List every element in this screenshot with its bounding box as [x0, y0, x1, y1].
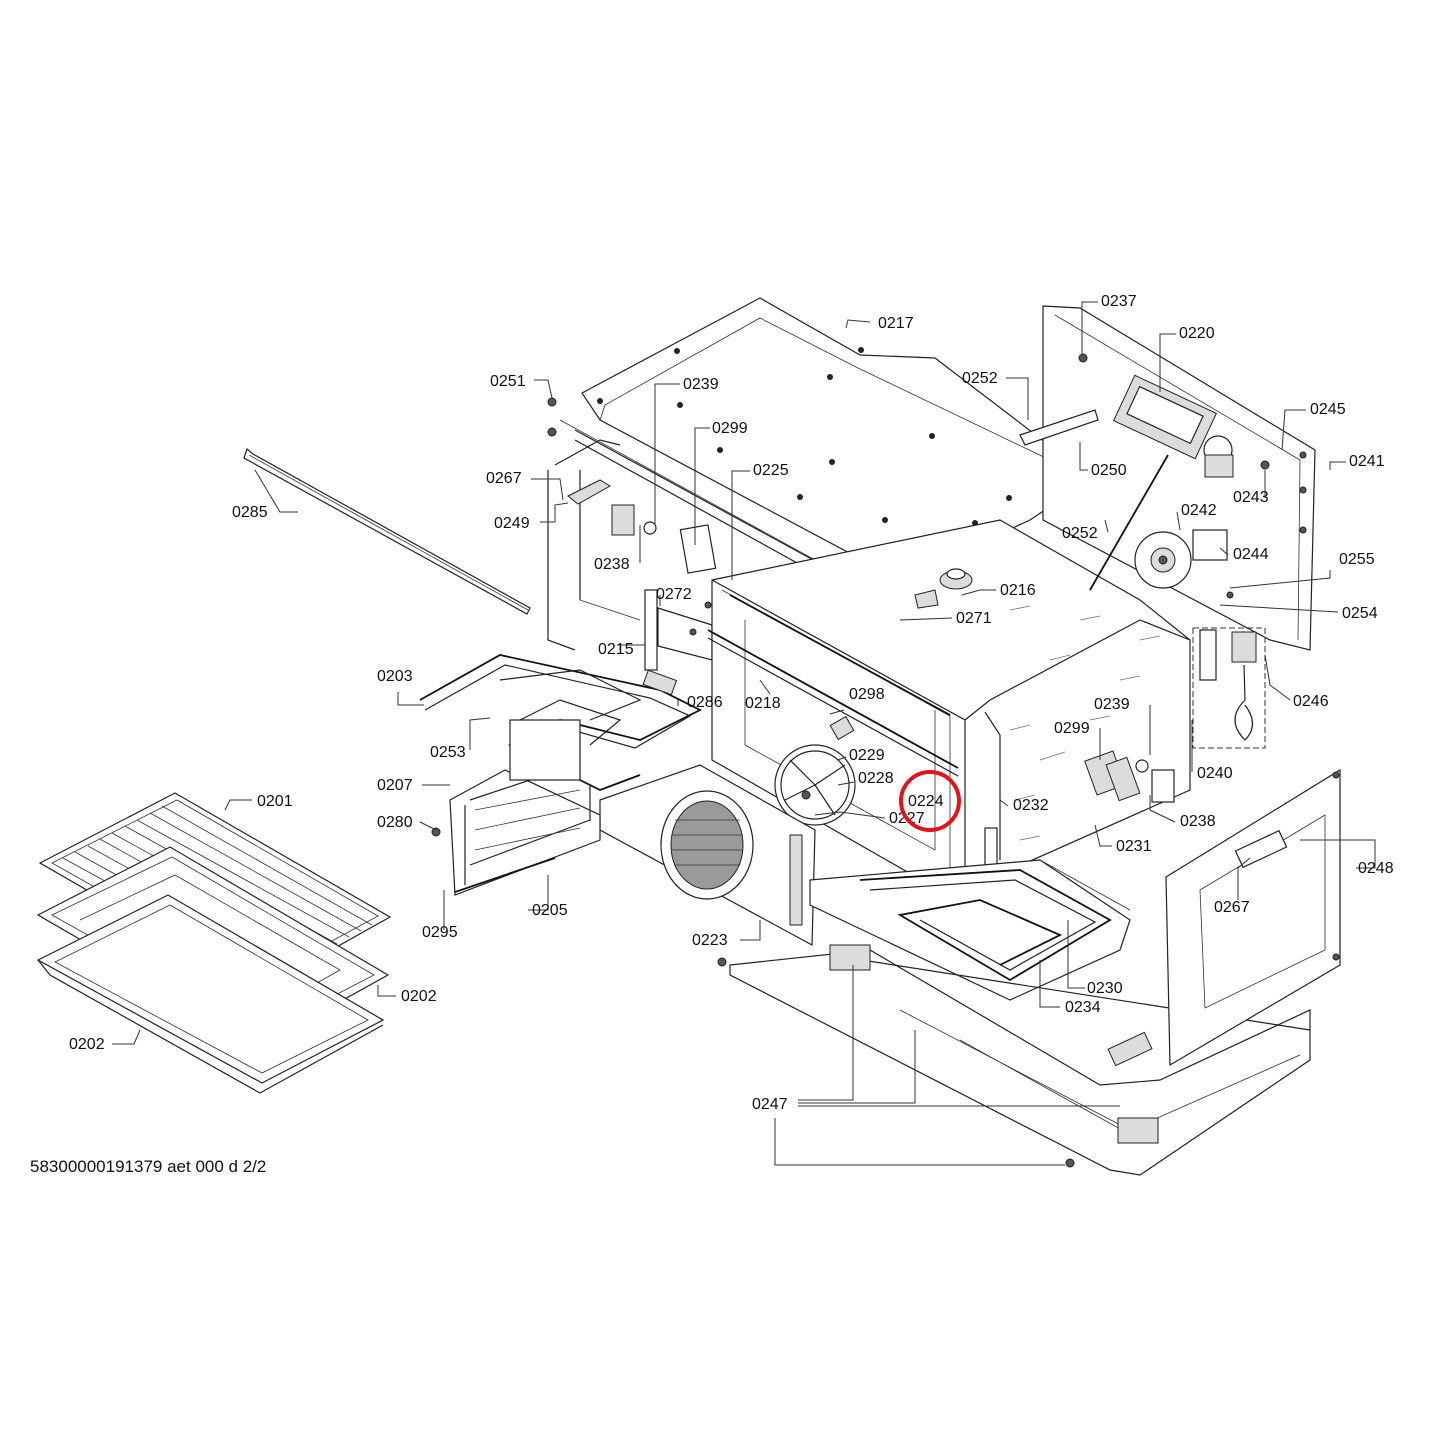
- part-label-0207: 0207: [377, 777, 413, 794]
- part-label-0280: 0280: [377, 814, 413, 831]
- part-label-0231: 0231: [1116, 838, 1152, 855]
- part-label-0299b: 0299: [1054, 720, 1090, 737]
- part-label-0267b: 0267: [1214, 899, 1250, 916]
- part-label-0243: 0243: [1233, 489, 1269, 506]
- part-label-0252a: 0252: [962, 370, 998, 387]
- part-label-0239a: 0239: [683, 376, 719, 393]
- part-label-0215: 0215: [598, 641, 634, 658]
- part-label-0238b: 0238: [1180, 813, 1216, 830]
- part-label-0240: 0240: [1197, 765, 1233, 782]
- part-label-0230: 0230: [1087, 980, 1123, 997]
- part-label-0216: 0216: [1000, 582, 1036, 599]
- baking-tray-0202-lower: [36, 894, 385, 1094]
- part-label-0228: 0228: [858, 770, 894, 787]
- part-label-0254: 0254: [1342, 605, 1378, 622]
- part-label-0255: 0255: [1339, 551, 1375, 568]
- gasket-strip-0285: [243, 447, 531, 615]
- bottom-frame-0247: [717, 944, 1311, 1176]
- part-label-0238a: 0238: [594, 556, 630, 573]
- part-label-0232: 0232: [1013, 797, 1049, 814]
- hinge-bracket-0215: [644, 589, 713, 671]
- part-label-0244: 0244: [1233, 546, 1269, 563]
- door-panel-0248: [1165, 768, 1341, 1067]
- part-label-0237: 0237: [1101, 293, 1137, 310]
- side-rack-0207: [431, 719, 601, 896]
- part-label-0299a: 0299: [712, 420, 748, 437]
- bottom-heater-0230: [809, 859, 1131, 1001]
- part-label-0203: 0203: [377, 668, 413, 685]
- part-label-0286: 0286: [687, 694, 723, 711]
- fan-wheel-0242: [1134, 529, 1234, 599]
- leader-lines: [112, 301, 1376, 1166]
- part-label-0218: 0218: [745, 695, 781, 712]
- small-brackets: [547, 397, 717, 574]
- part-label-0298: 0298: [849, 686, 885, 703]
- part-label-0267a: 0267: [486, 470, 522, 487]
- part-label-0223: 0223: [692, 932, 728, 949]
- part-label-0249: 0249: [494, 515, 530, 532]
- part-label-0285: 0285: [232, 504, 268, 521]
- part-label-0242: 0242: [1181, 502, 1217, 519]
- part-label-0229: 0229: [849, 747, 885, 764]
- sensor-module-0246: [1192, 627, 1266, 749]
- part-label-0247: 0247: [752, 1096, 788, 1113]
- part-label-0271: 0271: [956, 610, 992, 627]
- part-label-0220: 0220: [1179, 325, 1215, 342]
- oven-exploded-drawing: [36, 297, 1341, 1176]
- part-label-0202a: 0202: [401, 988, 437, 1005]
- part-label-0224: 0224: [908, 793, 944, 810]
- part-label-0202b: 0202: [69, 1036, 105, 1053]
- rod-0252: [1089, 454, 1169, 591]
- convection-fan-0229: [774, 715, 856, 826]
- part-label-0234: 0234: [1065, 999, 1101, 1016]
- part-label-0241: 0241: [1349, 453, 1385, 470]
- part-label-0246: 0246: [1293, 693, 1329, 710]
- rear-fan-cover-0223: [599, 764, 816, 946]
- highlight-circle: [899, 770, 961, 832]
- part-label-0295: 0295: [422, 924, 458, 941]
- part-label-0217: 0217: [878, 315, 914, 332]
- fan-motor-0220: [1019, 353, 1270, 478]
- part-label-0252b: 0252: [1062, 525, 1098, 542]
- document-id: 58300000191379 aet 000 d 2/2: [30, 1157, 266, 1176]
- part-label-0205: 0205: [532, 902, 568, 919]
- part-label-0251: 0251: [490, 373, 526, 390]
- part-label-0201: 0201: [257, 793, 293, 810]
- part-label-0253: 0253: [430, 744, 466, 761]
- rear-panel-0245: [1042, 305, 1316, 651]
- part-label-0248: 0248: [1358, 860, 1394, 877]
- part-label-0239b: 0239: [1094, 696, 1130, 713]
- part-label-0272: 0272: [656, 586, 692, 603]
- part-label-0245: 0245: [1310, 401, 1346, 418]
- part-number-labels: 0217 0237 0220 0251 0239 0252 0245 0299 0241 0225…: [69, 293, 1394, 1113]
- part-label-0225: 0225: [753, 462, 789, 479]
- part-label-0250: 0250: [1091, 462, 1127, 479]
